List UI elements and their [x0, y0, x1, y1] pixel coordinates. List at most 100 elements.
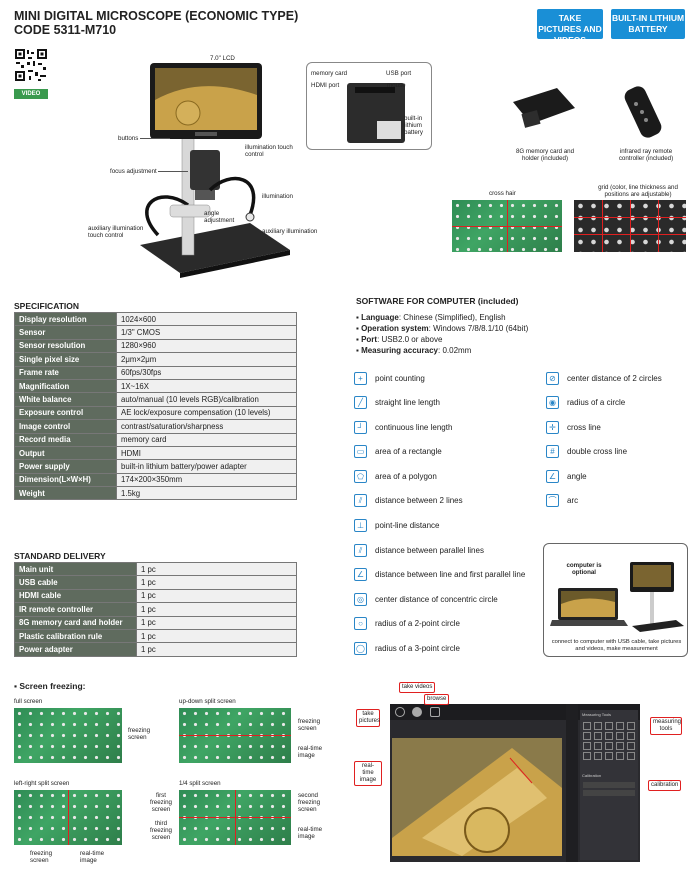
tool-icon[interactable] — [594, 752, 602, 760]
label-battery: built-in lithium battery — [404, 115, 423, 136]
row-key: Single pixel size — [14, 352, 117, 367]
tool-icon[interactable] — [627, 752, 635, 760]
tool-icon[interactable] — [605, 732, 613, 740]
calibration-field[interactable] — [583, 782, 635, 788]
tool-icon[interactable] — [594, 742, 602, 750]
label-illum-touch: illumination touch control — [245, 144, 293, 158]
tool-label: radius of a 3-point circle — [375, 644, 460, 654]
label-mouse: mouse — [387, 82, 406, 89]
tool-item: ▭area of a rectangle — [354, 444, 544, 460]
row-key: Main unit — [14, 561, 137, 577]
computer-optional-label: computer is optional — [566, 562, 602, 576]
tool-icon[interactable] — [616, 742, 624, 750]
computer-optional-box: computer is optional connect to computer… — [543, 543, 688, 657]
label-lr-freezing: freezing screen — [30, 850, 53, 864]
folder-icon[interactable] — [430, 707, 440, 717]
tool-item: ⬠area of a polygon — [354, 468, 544, 484]
tool-icon[interactable] — [627, 732, 635, 740]
qr-code[interactable]: VIDEO — [14, 48, 48, 99]
label-full-screen: full screen — [14, 698, 43, 705]
ports-detail-box — [306, 62, 432, 150]
tool-icon[interactable] — [594, 732, 602, 740]
row-key: Magnification — [14, 378, 117, 394]
row-key: HDMI cable — [14, 588, 137, 604]
label-usb-port: USB port — [386, 70, 412, 77]
panel-title: Measuring Tools — [582, 712, 612, 717]
row-value: 1024×600 — [116, 311, 297, 327]
tool-item: +point counting — [354, 370, 544, 386]
tool-icon[interactable] — [583, 732, 591, 740]
row-key: Display resolution — [14, 311, 117, 327]
label-lcd: 7.0" LCD — [210, 55, 235, 62]
tool-item: ⫽distance between parallel lines — [354, 542, 544, 558]
callout-take-videos: take videos — [399, 682, 436, 693]
tool-icon[interactable] — [616, 722, 624, 730]
badge-take-pictures: TAKE PICTURES AND VIDEOS — [537, 9, 603, 45]
tool-icon[interactable] — [583, 742, 591, 750]
callout-measuring-tools: measuring tools — [650, 717, 682, 735]
tool-item: ○radius of a 2-point circle — [354, 616, 544, 632]
label-cross-hair: cross hair — [489, 190, 516, 197]
label-aux-illumination: auxiliary illumination — [262, 228, 318, 235]
tool-label: radius of a 2-point circle — [375, 619, 460, 629]
record-icon[interactable] — [412, 707, 422, 717]
tool-icon[interactable] — [594, 722, 602, 730]
tool-icon[interactable] — [605, 742, 613, 750]
tool-icon[interactable] — [605, 722, 613, 730]
tool-icon[interactable] — [616, 752, 624, 760]
tool-label: angle — [567, 471, 587, 481]
tool-icon[interactable] — [583, 752, 591, 760]
row-key: USB cable — [14, 575, 137, 590]
row-value: built-in lithium battery/power adapter — [116, 459, 297, 474]
tool-icon[interactable] — [605, 752, 613, 760]
leader-line — [158, 171, 188, 172]
tool-icon: ╱ — [354, 396, 367, 410]
bullet-os: ▪ Operation system: Windows 7/8/8.1/10 (… — [356, 324, 529, 333]
label-focus: focus adjustment — [110, 168, 157, 175]
row-value: 1 pc — [136, 575, 297, 590]
row-key: Sensor resolution — [14, 338, 117, 354]
tool-icon[interactable] — [616, 732, 624, 740]
tool-icon[interactable] — [627, 742, 635, 750]
row-value: 2μm×2μm — [116, 352, 297, 367]
row-value: 1X~16X — [116, 378, 297, 394]
memory-card-image — [505, 82, 580, 142]
tool-item: ◯radius of a 3-point circle — [354, 641, 544, 657]
realtime-image-view[interactable] — [392, 738, 562, 856]
row-key: Dimension(L×W×H) — [14, 472, 117, 488]
tool-label: area of a polygon — [375, 471, 437, 481]
row-value: 1 pc — [136, 588, 297, 604]
microscope-illustration — [90, 55, 330, 280]
row-value: 1 pc — [136, 602, 297, 617]
tool-label: arc — [567, 496, 579, 506]
row-value: 1280×960 — [116, 338, 297, 354]
tool-icon[interactable] — [583, 722, 591, 730]
callout-browse: browse — [424, 694, 450, 705]
tool-icon[interactable] — [627, 722, 635, 730]
tool-label: area of a rectangle — [375, 447, 442, 457]
device-rear — [347, 83, 405, 143]
row-key: IR remote controller — [14, 602, 137, 617]
tool-label: center distance of concentric circle — [375, 594, 498, 604]
camera-icon[interactable] — [395, 707, 405, 717]
measuring-panel: Measuring Tools Calibration — [580, 710, 638, 860]
row-key: Power supply — [14, 459, 117, 474]
label-freezing-screen: freezing screen — [128, 727, 151, 741]
tool-item: ⫽distance between 2 lines — [354, 493, 544, 509]
row-value: 1 pc — [136, 561, 297, 577]
label-memory-card: memory card — [311, 70, 348, 77]
tool-label: straight line length — [375, 398, 440, 408]
label-updown-freezing: freezing screen — [298, 718, 321, 732]
cross-hair-image — [452, 200, 562, 252]
calibration-field[interactable] — [583, 790, 635, 796]
bullet-port: ▪ Port: USB2.0 or above — [356, 335, 443, 344]
